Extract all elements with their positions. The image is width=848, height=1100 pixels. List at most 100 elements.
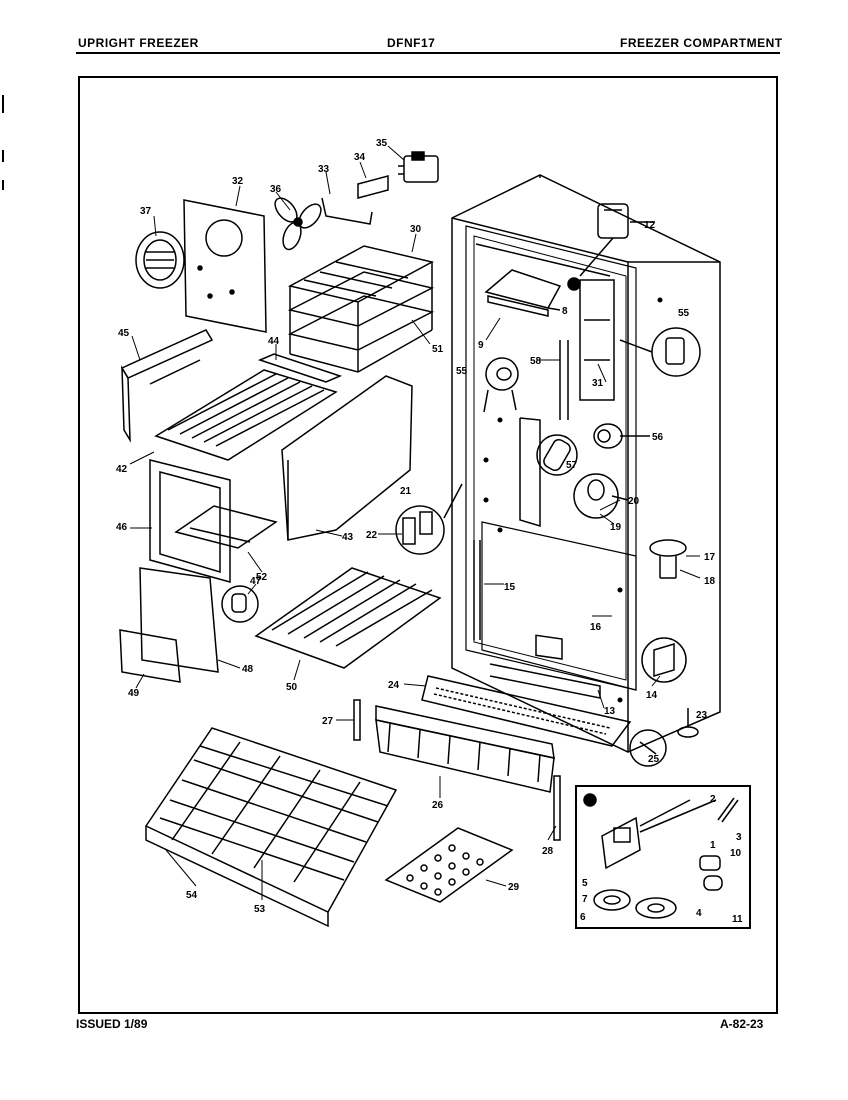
- callout-44: 44: [268, 336, 280, 347]
- part-55-left-roller: [483, 357, 519, 413]
- callout-48: 48: [242, 664, 254, 675]
- callout-2: 2: [710, 794, 716, 805]
- callout-13: 13: [604, 706, 616, 717]
- header-model-number: DFNF17: [387, 36, 436, 50]
- part-42-wire-shelf: [154, 369, 338, 461]
- part-56-cylinder: [593, 423, 650, 449]
- part-32-rear-panel: [183, 199, 267, 333]
- callout-3: 3: [736, 832, 742, 843]
- part-49-label-card: [119, 629, 181, 683]
- callout-20: 20: [628, 496, 640, 507]
- callout-52: 52: [256, 572, 268, 583]
- callout-37: 37: [140, 206, 152, 217]
- callout-28: 28: [542, 846, 554, 857]
- callout-7: 7: [582, 894, 588, 905]
- part-20-roller: [573, 473, 629, 519]
- part-43-crisper-cover: [281, 375, 413, 541]
- callout-53: 53: [254, 904, 266, 915]
- callout-47: 47: [250, 576, 262, 587]
- part-45-side-rail: [120, 329, 214, 443]
- callout-8: 8: [562, 306, 568, 317]
- part-52-drip-tray: [174, 505, 278, 549]
- part-50-wire-shelf: [254, 567, 442, 669]
- callout-43: 43: [342, 532, 354, 543]
- callout-14: 14: [646, 690, 658, 701]
- callout-49: 49: [128, 688, 140, 699]
- part-8-control-tray: [484, 269, 562, 317]
- callout-50: 50: [286, 682, 298, 693]
- part-46-frame: [149, 459, 231, 583]
- scan-mark: [2, 95, 4, 113]
- leader-lines: [129, 145, 701, 900]
- callout-1: 1: [710, 840, 716, 851]
- scan-mark: [2, 150, 4, 162]
- callout-30: 30: [410, 224, 422, 235]
- part-53-54-wire-basket: [144, 727, 398, 928]
- callout-58: 58: [530, 356, 542, 367]
- part-17-18-leveler: [649, 539, 687, 579]
- callout-35: 35: [376, 138, 388, 149]
- part-47-48-door-panel: [139, 567, 259, 673]
- callout-33: 33: [318, 164, 330, 175]
- part-44-shelf-rail: [257, 353, 343, 383]
- callout-5: 5: [582, 878, 588, 889]
- part-34-motor-bracket: [357, 175, 389, 199]
- callout-21: 21: [400, 486, 412, 497]
- part-26-kickplate: [375, 705, 555, 793]
- callout-56: 56: [652, 432, 664, 443]
- part-28-side-trim: [553, 775, 561, 841]
- part-57-fitting: [536, 434, 578, 476]
- callout-51: 51: [432, 344, 444, 355]
- callout-26: 26: [432, 800, 444, 811]
- callout-34: 34: [354, 152, 366, 163]
- inset-detail-box: [575, 785, 751, 929]
- part-58-hinge-bracket: [619, 327, 701, 377]
- callout-10: 10: [730, 848, 742, 859]
- part-36-fan-blade: [274, 197, 322, 251]
- part-29-ice-tray: [384, 827, 514, 903]
- callout-27: 27: [322, 716, 334, 727]
- part-30-31-wire-shelf-rack: [287, 245, 435, 373]
- callout-46: 46: [116, 522, 128, 533]
- callout-22: 22: [366, 530, 378, 541]
- part-37-fan-grille: [135, 231, 185, 289]
- callout-55-left: 55: [456, 366, 468, 377]
- callout-11: 11: [732, 914, 743, 925]
- callout-24: 24: [388, 680, 400, 691]
- callout-45: 45: [118, 328, 130, 339]
- scan-mark: [2, 180, 4, 190]
- callout-54: 54: [186, 890, 198, 901]
- part-12-thermostat-housing: [567, 203, 655, 291]
- callout-23: 23: [696, 710, 708, 721]
- callout-57: 57: [566, 460, 578, 471]
- part-35-fan-motor: [398, 151, 439, 183]
- callout-31: 31: [592, 378, 604, 389]
- callout-4: 4: [696, 908, 702, 919]
- part-21-22-hinge: [395, 483, 463, 555]
- callout-19: 19: [610, 522, 622, 533]
- callout-17: 17: [704, 552, 716, 563]
- callout-9: 9: [478, 340, 484, 351]
- callout-16: 16: [590, 622, 602, 633]
- header-right-title: FREEZER COMPARTMENT: [620, 36, 783, 50]
- diagram-frame: [78, 76, 778, 1014]
- callout-12: 12: [644, 220, 656, 231]
- header-left-title: UPRIGHT FREEZER: [78, 36, 199, 50]
- part-33-mount-bar: [321, 197, 373, 225]
- callout-15: 15: [504, 582, 516, 593]
- footer-issued: ISSUED 1/89: [76, 1017, 148, 1031]
- callout-55-right: 55: [678, 308, 690, 319]
- callout-25: 25: [648, 754, 660, 765]
- callout-18: 18: [704, 576, 716, 587]
- callout-36: 36: [270, 184, 282, 195]
- part-23-leg: [677, 708, 699, 738]
- part-14-bracket: [641, 637, 687, 683]
- callout-6: 6: [580, 912, 586, 923]
- part-25-fitting: [629, 729, 667, 767]
- callout-42: 42: [116, 464, 128, 475]
- part-27-side-trim: [353, 699, 361, 741]
- footer-page-code: A-82-23: [720, 1017, 764, 1031]
- callout-29: 29: [508, 882, 520, 893]
- callout-32: 32: [232, 176, 244, 187]
